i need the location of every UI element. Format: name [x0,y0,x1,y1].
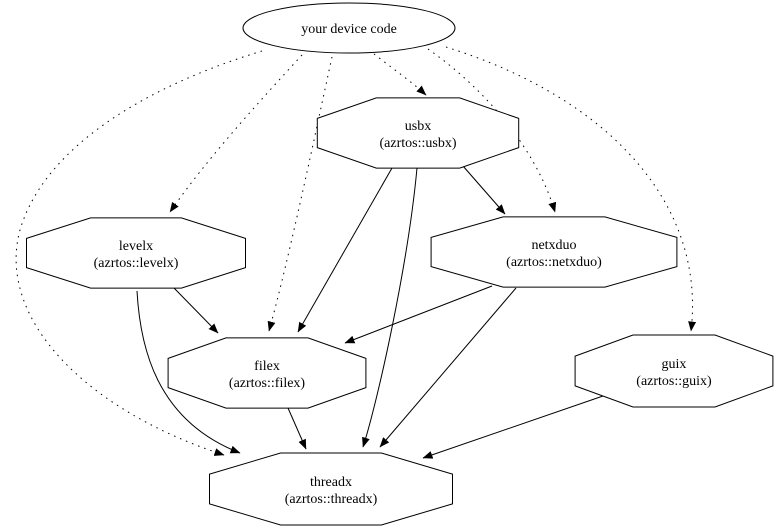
node-guix: guix(azrtos::guix) [574,334,774,408]
edge-filex-threadx [287,407,307,450]
edge-usbx-threadx [362,167,418,448]
node-netxduo: netxduo(azrtos::netxduo) [430,216,678,288]
node-label: threadx [310,475,352,490]
edge-device-guix [445,46,697,332]
node-levelx: levelx(azrtos::levelx) [26,217,246,289]
node-shape-octagon [316,97,520,169]
node-label: usbx [405,119,431,134]
node-usbx: usbx(azrtos::usbx) [316,97,520,169]
edge-layer [15,46,697,459]
node-label: guix [662,357,687,372]
edge-levelx-threadx [136,290,241,454]
node-shape-octagon [26,217,246,289]
node-shape-octagon [167,337,367,409]
node-layer: your device codeusbx(azrtos::usbx)levelx… [26,2,774,526]
node-sublabel: (azrtos::threadx) [285,492,378,507]
node-label: your device code [301,22,397,37]
edge-usbx-netxduo [462,165,506,215]
node-label: filex [254,359,280,374]
node-label: netxduo [531,238,576,253]
edge-netxduo-threadx [379,287,517,448]
node-sublabel: (azrtos::netxduo) [506,255,602,270]
edge-device-levelx [169,54,303,213]
node-threadx: threadx(azrtos::threadx) [209,452,453,526]
edge-levelx-filex [173,287,219,334]
node-sublabel: (azrtos::levelx) [94,256,179,271]
edge-device-threadx [15,50,263,456]
edge-netxduo-filex [344,285,493,344]
node-shape-octagon [574,334,774,408]
node-sublabel: (azrtos::usbx) [380,136,457,151]
node-shape-octagon [430,216,678,288]
node-sublabel: (azrtos::filex) [229,376,306,391]
node-sublabel: (azrtos::guix) [636,374,712,389]
edge-guix-threadx [422,395,604,459]
node-shape-ellipse [242,2,456,54]
edge-device-usbx [373,53,427,96]
node-device: your device code [242,2,456,54]
node-filex: filex(azrtos::filex) [167,337,367,409]
node-shape-octagon [209,452,453,526]
edge-usbx-filex [297,167,393,333]
node-label: levelx [119,239,153,254]
